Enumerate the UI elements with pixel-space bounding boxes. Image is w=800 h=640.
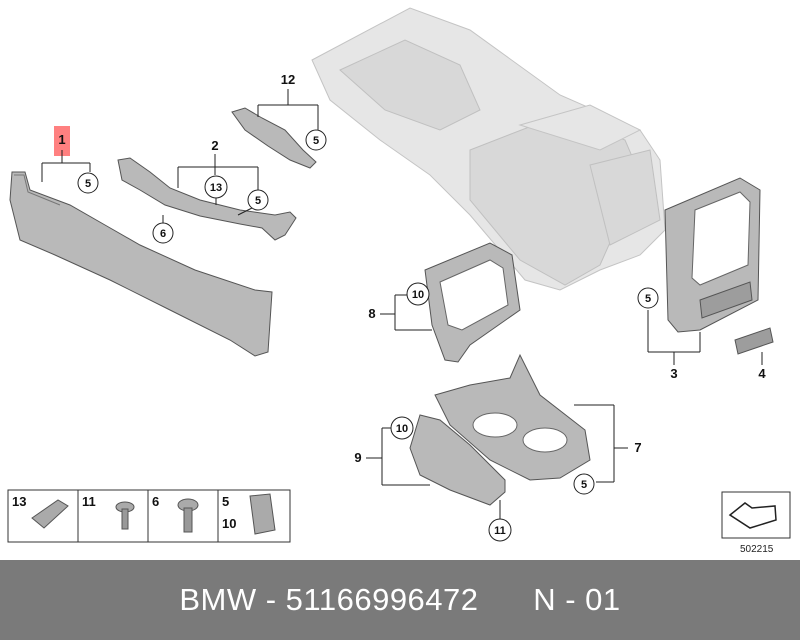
circle-callout-6: 6 [152, 215, 174, 244]
part-1-trim [9, 171, 273, 357]
image-code-box: 502215 [721, 491, 791, 555]
circle-callout-5a: 5 [77, 172, 99, 194]
svg-text:13: 13 [12, 494, 26, 509]
svg-text:10: 10 [222, 516, 236, 531]
svg-text:10: 10 [396, 423, 408, 435]
circle-callout-5b: 5 [237, 189, 269, 216]
bolt-icon [177, 498, 199, 533]
svg-text:5: 5 [645, 293, 651, 305]
clip-nut-icon [249, 493, 276, 535]
svg-text:5: 5 [313, 135, 319, 147]
callout-2: 2 [177, 138, 259, 190]
legend-item-13: 13 [12, 494, 69, 529]
svg-text:11: 11 [494, 525, 506, 537]
circle-callout-5d: 5 [637, 287, 659, 309]
callout-8: 8 [368, 294, 432, 331]
svg-text:5: 5 [222, 494, 229, 509]
svg-text:8: 8 [368, 306, 375, 321]
svg-text:12: 12 [281, 72, 295, 87]
center-console-ghost [311, 7, 666, 291]
svg-text:6: 6 [152, 494, 159, 509]
svg-text:6: 6 [160, 228, 166, 240]
part-4-plate [734, 327, 774, 355]
legend-item-11: 11 [82, 494, 135, 530]
svg-text:11: 11 [82, 494, 96, 509]
circle-callout-5e: 5 [573, 473, 595, 495]
callout-3: 3 [647, 310, 701, 381]
circle-callout-10a: 10 [406, 282, 430, 306]
fastener-legend: 13 11 6 5 10 [7, 489, 291, 543]
svg-text:4: 4 [758, 366, 766, 381]
svg-text:1: 1 [58, 132, 65, 147]
svg-text:5: 5 [581, 479, 587, 491]
legend-item-5-10: 5 10 [222, 493, 276, 535]
circle-callout-5c: 5 [305, 129, 327, 151]
svg-text:9: 9 [354, 450, 361, 465]
svg-text:10: 10 [412, 289, 424, 301]
spacer [479, 582, 534, 618]
view-arrow-icon [728, 502, 777, 529]
parts-diagram: 1 2 12 8 3 4 7 9 5 13 5 [7, 7, 791, 555]
callout-7: 7 [574, 404, 642, 483]
screw-icon [115, 501, 135, 530]
legend-item-6: 6 [152, 494, 199, 533]
part-9-side-trim [409, 414, 506, 506]
svg-text:502215: 502215 [740, 544, 774, 555]
svg-text:3: 3 [670, 366, 677, 381]
callout-1: 1 [41, 126, 91, 182]
svg-text:2: 2 [211, 138, 218, 153]
circle-callout-10b: 10 [390, 416, 414, 440]
callout-9: 9 [354, 427, 430, 486]
brand: BMW [179, 582, 257, 617]
circle-callout-13: 13 [204, 175, 228, 205]
separator: - [256, 582, 286, 617]
callout-4: 4 [758, 352, 766, 381]
footer-bar: BMW - 51166996472 N - 01 [0, 560, 800, 640]
circle-callout-11: 11 [488, 500, 512, 542]
part-number: 51166996472 [285, 582, 479, 617]
part-12-strip [231, 107, 317, 169]
svg-text:13: 13 [210, 182, 222, 194]
clip-icon [31, 499, 69, 529]
part-3-panel [664, 177, 761, 333]
group-code: N - 01 [533, 582, 621, 617]
part-2-strip [117, 157, 297, 241]
part-8-frame [424, 242, 521, 363]
svg-text:7: 7 [634, 440, 641, 455]
callout-12: 12 [257, 72, 319, 130]
part-7-cupholder [434, 353, 591, 481]
svg-text:5: 5 [85, 178, 91, 190]
svg-text:5: 5 [255, 195, 261, 207]
